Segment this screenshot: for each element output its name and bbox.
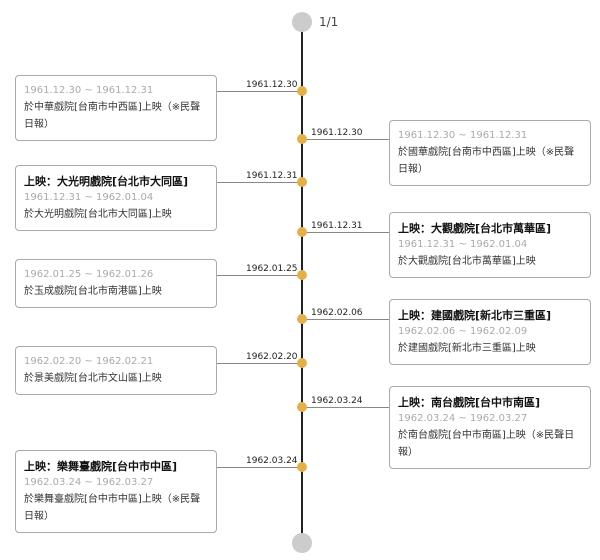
timeline-dot[interactable] bbox=[297, 462, 307, 472]
event-date-label: 1961.12.30 bbox=[311, 128, 363, 138]
event-card[interactable]: 1962.02.20 ~ 1962.02.21 於景美戲院[台北市文山區]上映 bbox=[15, 346, 217, 395]
event-title: 上映：大光明戲院[台北市大同區] bbox=[24, 175, 189, 188]
connector-line bbox=[302, 232, 389, 233]
connector-line bbox=[216, 182, 302, 183]
connector-line bbox=[216, 363, 302, 364]
connector-line bbox=[302, 407, 389, 408]
event-description: 於景美戲院[台北市文山區]上映 bbox=[24, 373, 162, 384]
event-description: 於中華戲院[台南市中西區]上映（※民聲日報） bbox=[24, 102, 201, 130]
event-card[interactable]: 上映：大觀戲院[台北市萬華區] 1961.12.31 ~ 1962.01.04 於大… bbox=[389, 212, 591, 278]
event-card[interactable]: 1961.12.30 ~ 1961.12.31 於國華戲院[台南市中西區]上映（※… bbox=[389, 120, 591, 186]
event-dates: 1962.02.06 ~ 1962.02.09 bbox=[398, 326, 528, 337]
timeline-axis bbox=[301, 22, 303, 543]
event-dates: 1961.12.31 ~ 1962.01.04 bbox=[398, 239, 528, 250]
timeline-dot[interactable] bbox=[297, 227, 307, 237]
event-dates: 1962.03.24 ~ 1962.03.27 bbox=[24, 477, 154, 488]
event-date-label: 1962.02.06 bbox=[311, 308, 363, 318]
timeline-dot[interactable] bbox=[297, 177, 307, 187]
event-title: 上映：樂舞臺戲院[台中市中區] bbox=[24, 460, 178, 473]
timeline-dot[interactable] bbox=[297, 134, 307, 144]
event-dates: 1961.12.30 ~ 1961.12.31 bbox=[24, 85, 154, 96]
event-dates: 1962.03.24 ~ 1962.03.27 bbox=[398, 413, 528, 424]
event-description: 於樂舞臺戲院[台中市中區]上映（※民聲日報） bbox=[24, 494, 201, 522]
event-title: 上映：建國戲院[新北市三重區] bbox=[398, 309, 552, 322]
event-date-label: 1962.01.25 bbox=[246, 264, 298, 274]
event-description: 於大光明戲院[台北市大同區]上映 bbox=[24, 209, 172, 220]
event-card[interactable]: 上映：樂舞臺戲院[台中市中區] 1962.03.24 ~ 1962.03.27 於樂… bbox=[15, 450, 217, 533]
timeline-end-circle bbox=[292, 533, 312, 553]
timeline-dot[interactable] bbox=[297, 270, 307, 280]
event-card[interactable]: 上映：南台戲院[台中市南區] 1962.03.24 ~ 1962.03.27 於南台… bbox=[389, 386, 591, 469]
connector-line bbox=[216, 467, 302, 468]
timeline-dot[interactable] bbox=[297, 86, 307, 96]
event-dates: 1962.01.25 ~ 1962.01.26 bbox=[24, 269, 154, 280]
connector-line bbox=[216, 275, 302, 276]
event-title: 上映：大觀戲院[台北市萬華區] bbox=[398, 222, 552, 235]
event-date-label: 1961.12.31 bbox=[246, 171, 298, 181]
event-card[interactable]: 1961.12.30 ~ 1961.12.31 於中華戲院[台南市中西區]上映（※… bbox=[15, 75, 217, 141]
connector-line bbox=[302, 139, 389, 140]
event-dates: 1961.12.31 ~ 1962.01.04 bbox=[24, 192, 154, 203]
event-description: 於大觀戲院[台北市萬華區]上映 bbox=[398, 256, 536, 267]
event-date-label: 1962.03.24 bbox=[311, 396, 363, 406]
event-card[interactable]: 1962.01.25 ~ 1962.01.26 於玉成戲院[台北市南港區]上映 bbox=[15, 259, 217, 308]
event-title: 上映：南台戲院[台中市南區] bbox=[398, 396, 541, 409]
event-dates: 1962.02.20 ~ 1962.02.21 bbox=[24, 356, 154, 367]
event-card[interactable]: 上映：大光明戲院[台北市大同區] 1961.12.31 ~ 1962.01.04 於… bbox=[15, 165, 217, 231]
event-description: 於建國戲院[新北市三重區]上映 bbox=[398, 343, 536, 354]
event-date-label: 1961.12.30 bbox=[246, 80, 298, 90]
event-date-label: 1962.02.20 bbox=[246, 352, 298, 362]
connector-line bbox=[216, 91, 302, 92]
event-description: 於國華戲院[台南市中西區]上映（※民聲日報） bbox=[398, 147, 575, 175]
connector-line bbox=[302, 319, 389, 320]
timeline-start-circle bbox=[292, 12, 312, 32]
timeline-dot[interactable] bbox=[297, 402, 307, 412]
timeline-dot[interactable] bbox=[297, 314, 307, 324]
timeline-dot[interactable] bbox=[297, 358, 307, 368]
event-date-label: 1962.03.24 bbox=[246, 456, 298, 466]
event-dates: 1961.12.30 ~ 1961.12.31 bbox=[398, 130, 528, 141]
page-indicator: 1/1 bbox=[319, 15, 339, 29]
event-description: 於南台戲院[台中市南區]上映（※民聲日報） bbox=[398, 430, 575, 458]
event-description: 於玉成戲院[台北市南港區]上映 bbox=[24, 286, 162, 297]
event-card[interactable]: 上映：建國戲院[新北市三重區] 1962.02.06 ~ 1962.02.09 於建… bbox=[389, 299, 591, 365]
event-date-label: 1961.12.31 bbox=[311, 221, 363, 231]
